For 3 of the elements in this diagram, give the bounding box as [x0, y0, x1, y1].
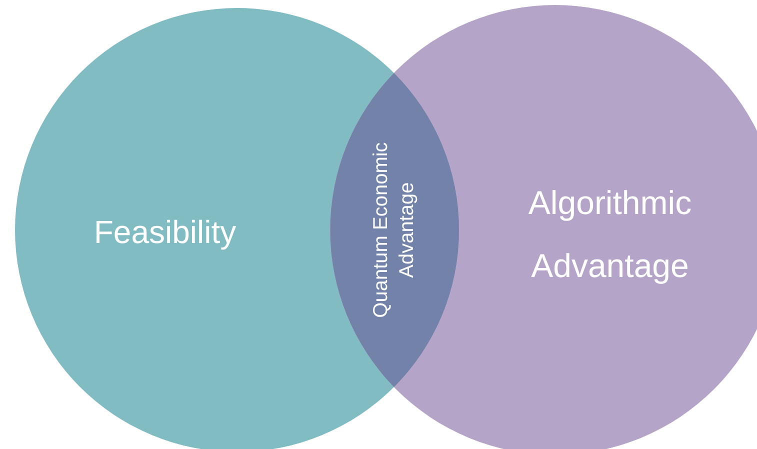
region-label: Feasibility [92, 213, 238, 252]
region-label: Algorithmic Advantage [527, 183, 693, 286]
region-label: Quantum Economic Advantage [369, 141, 419, 320]
